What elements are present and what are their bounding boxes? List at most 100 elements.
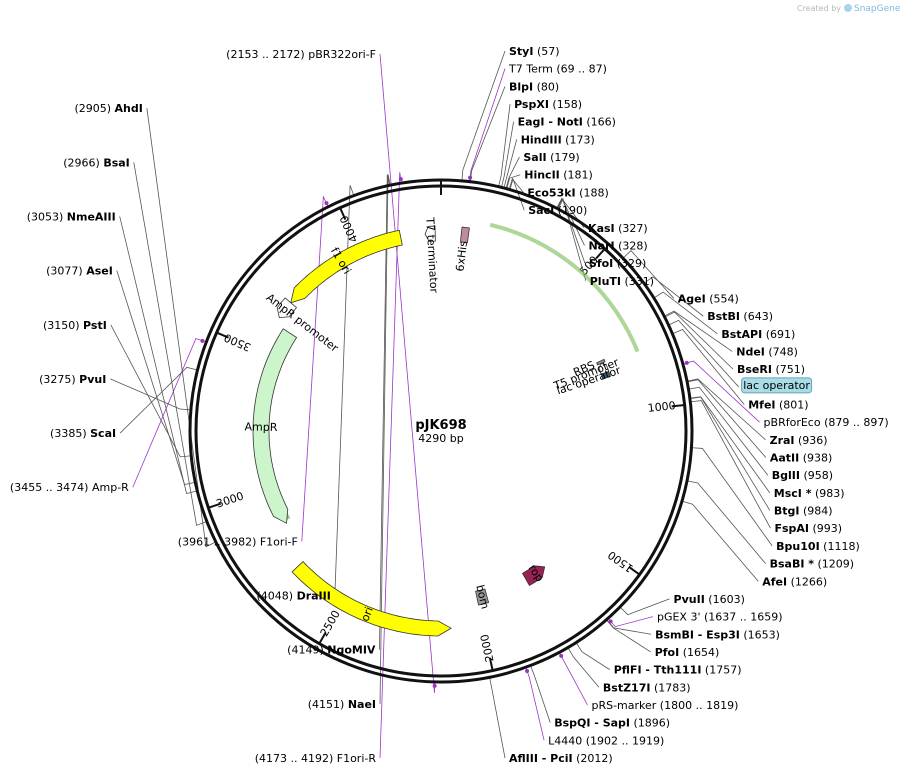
feature-bom[interactable] xyxy=(475,588,490,606)
site-label-styi[interactable]: StyI (57) xyxy=(509,45,560,58)
tick-1500 xyxy=(628,566,640,575)
site-label-kasi[interactable]: KasI (327) xyxy=(588,222,648,235)
primer-mark-prs-marker xyxy=(559,653,564,658)
site-label-btgi[interactable]: BtgI (984) xyxy=(774,505,833,518)
site-label-asei[interactable]: (3077) AseI xyxy=(46,265,113,278)
feature-t7-terminator[interactable] xyxy=(424,225,436,242)
leader-mfei xyxy=(673,329,745,405)
site-label-pvuii[interactable]: PvuII (1603) xyxy=(674,593,745,606)
site-label-prs-marker[interactable]: pRS-marker (1800 .. 1819) xyxy=(591,699,738,712)
leader-naei xyxy=(379,174,391,704)
site-label-bseri[interactable]: BseRI (751) xyxy=(737,363,805,376)
site-label-aatii[interactable]: AatII (938) xyxy=(770,452,832,465)
feature-f1-ori[interactable] xyxy=(290,229,403,304)
site-label-bstz17i[interactable]: BstZ17I (1783) xyxy=(603,681,691,694)
site-label-naei[interactable]: (4151) NaeI xyxy=(308,698,376,711)
site-label-msci[interactable]: MscI * (983) xyxy=(774,487,845,500)
tick-2000 xyxy=(488,657,494,670)
snapgene-credit[interactable]: Created by SnapGene xyxy=(797,4,901,14)
site-label-ahdi[interactable]: (2905) AhdI xyxy=(74,102,142,115)
leader-btgi xyxy=(690,396,771,511)
site-label-hincii[interactable]: HincII (181) xyxy=(524,169,593,182)
site-label-sfoi[interactable]: SfoI (329) xyxy=(589,257,646,270)
leader-bspqi-sapi xyxy=(530,666,551,723)
tick-1000 xyxy=(671,404,684,408)
feature-6xhis[interactable] xyxy=(459,226,470,244)
feature-rop[interactable] xyxy=(521,565,546,587)
site-label-ndei[interactable]: NdeI (748) xyxy=(736,345,798,358)
leader-aatii xyxy=(688,379,767,458)
leader-zrai xyxy=(687,378,766,441)
badge-lac-operator[interactable] xyxy=(741,377,813,394)
site-label-bspqi-sapi[interactable]: BspQI - SapI (1896) xyxy=(554,717,670,730)
site-label-bsai[interactable]: (2966) BsaI xyxy=(63,156,130,169)
site-label-bstapi[interactable]: BstAPI (691) xyxy=(721,328,795,341)
site-label-nmeaiii[interactable]: (3053) NmeAIII xyxy=(27,210,116,223)
site-label-pspxi[interactable]: PspXI (158) xyxy=(514,98,582,111)
site-label-nari[interactable]: NarI (328) xyxy=(588,239,647,252)
tick-label-4000: 4000 xyxy=(337,213,360,244)
site-label-sali[interactable]: SalI (179) xyxy=(523,151,579,164)
site-label-pfoi[interactable]: PfoI (1654) xyxy=(655,646,720,659)
site-label-hindiii[interactable]: HindIII (173) xyxy=(521,133,595,146)
badge-text-lac-operator: lac operator xyxy=(743,379,810,392)
leader-hindiii xyxy=(503,139,518,188)
site-label-mfei[interactable]: MfeI (801) xyxy=(748,399,808,412)
site-labels: StyI (57) T7 Term (69 .. 87) BlpI (80) PspX… xyxy=(10,45,889,765)
site-label-psti[interactable]: (3150) PstI xyxy=(43,319,107,332)
feature-ampr[interactable] xyxy=(252,328,298,524)
site-label-amp-r[interactable]: (3455 .. 3474) Amp-R xyxy=(10,481,129,494)
orf-1 xyxy=(489,222,640,353)
site-label-bglii[interactable]: BglII (958) xyxy=(772,469,833,482)
site-leader-lines xyxy=(110,50,773,759)
site-label-fspai[interactable]: FspAI (993) xyxy=(774,522,842,535)
site-label-agei[interactable]: AgeI (554) xyxy=(678,292,739,305)
feature-label-t7-terminator: T7 terminator xyxy=(423,216,440,294)
site-label-l4440[interactable]: L4440 (1902 .. 1919) xyxy=(548,734,664,747)
plasmid-name: pJK698 xyxy=(415,418,466,433)
feature-lac-operator[interactable] xyxy=(600,371,611,380)
feature-ampr-promoter[interactable] xyxy=(276,297,298,319)
leader-draiii xyxy=(334,185,354,596)
leader-scai xyxy=(119,366,197,434)
site-label-pbrforeco[interactable]: pBRforEco (879 .. 897) xyxy=(764,416,889,429)
site-label-pvui[interactable]: (3275) PvuI xyxy=(39,373,106,386)
tick-2500 xyxy=(318,631,327,644)
site-label-saci[interactable]: SacI (190) xyxy=(528,204,587,217)
site-label-ngomiv[interactable]: (4149) NgoMIV xyxy=(287,644,376,657)
leader-sali xyxy=(505,156,520,188)
site-label-pflfi-tth111i[interactable]: PflFI - Tth111I (1757) xyxy=(614,664,742,677)
site-label-pgex-3[interactable]: pGEX 3' (1637 .. 1659) xyxy=(657,611,783,624)
site-label-eco53ki[interactable]: Eco53kI (188) xyxy=(527,186,608,199)
site-label-blpi[interactable]: BlpI (80) xyxy=(509,80,559,93)
site-label-bsmbi-esp3i[interactable]: BsmBI - Esp3I (1653) xyxy=(655,628,780,641)
site-label-draiii[interactable]: (4048) DraIII xyxy=(256,590,330,603)
site-label-bpu10i[interactable]: Bpu10I (1118) xyxy=(776,540,860,553)
credit-brand: SnapGene xyxy=(854,4,901,14)
leader-afei xyxy=(682,501,759,582)
site-label-f1ori-r[interactable]: (4173 .. 4192) F1ori-R xyxy=(255,752,377,765)
tick-4000 xyxy=(339,208,347,221)
leader-hincii xyxy=(506,174,521,188)
leader-bstapi xyxy=(654,291,718,335)
site-label-bstbi[interactable]: BstBI (643) xyxy=(707,310,773,323)
tick-500 xyxy=(595,248,605,260)
site-label-afei[interactable]: AfeI (1266) xyxy=(762,575,827,588)
site-label-pbr322ori-f[interactable]: (2153 .. 2172) pBR322ori-F xyxy=(226,48,376,61)
leader-nmeaiii xyxy=(119,216,197,494)
feature-ori[interactable] xyxy=(291,561,452,637)
site-label-pluti[interactable]: PluTI (331) xyxy=(590,275,654,288)
tick-label-1500: 1500 xyxy=(605,548,635,575)
feature-label-bom: bom xyxy=(473,583,491,610)
site-label-f1ori-f[interactable]: (3961 .. 3982) F1ori-F xyxy=(178,535,298,548)
site-label-afliii-pcii[interactable]: AflIII - PciI (2012) xyxy=(509,752,613,765)
primer-mark-f1ori-f xyxy=(324,201,329,206)
site-label-bsabi[interactable]: BsaBI * (1209) xyxy=(770,558,855,571)
site-label-eagi-noti[interactable]: EagI - NotI (166) xyxy=(518,116,616,129)
site-label-t7-term[interactable]: T7 Term (69 .. 87) xyxy=(508,63,607,76)
tick-label-2000: 2000 xyxy=(478,633,497,663)
leader-pflfi-tth111i xyxy=(576,643,610,670)
site-label-scai[interactable]: (3385) ScaI xyxy=(50,427,116,440)
site-label-zrai[interactable]: ZraI (936) xyxy=(770,434,828,447)
